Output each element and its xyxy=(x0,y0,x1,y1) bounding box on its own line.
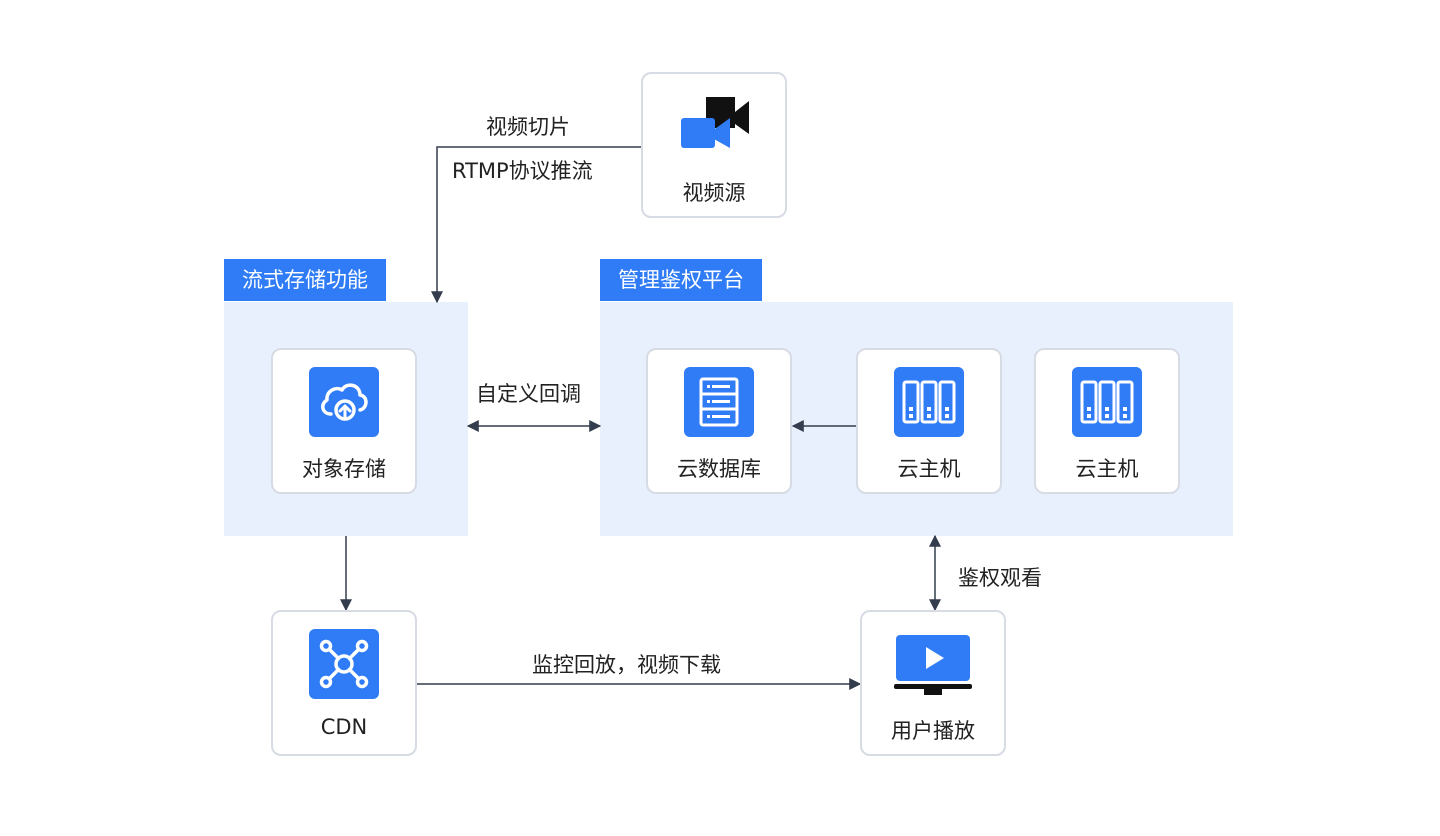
stream-storage-title: 流式存储功能 xyxy=(224,259,386,301)
cloud-upload-icon xyxy=(309,367,379,437)
video-source-label: 视频源 xyxy=(682,181,746,205)
video-camera-icon xyxy=(681,97,749,148)
push-arrow xyxy=(431,146,641,304)
download-label: 监控回放，视频下载 xyxy=(532,653,721,677)
cloud-host-2-label: 云主机 xyxy=(1075,457,1139,481)
push-label-line2: RTMP协议推流 xyxy=(452,159,593,183)
cloud-db-node: 云数据库 xyxy=(646,348,792,494)
callback-label: 自定义回调 xyxy=(476,382,581,406)
video-source-node: 视频源 xyxy=(641,72,787,218)
server-icon xyxy=(1072,367,1142,437)
network-hub-icon xyxy=(309,629,379,699)
database-server-icon xyxy=(684,367,754,437)
cdn-node: CDN xyxy=(271,610,417,756)
monitor-play-icon xyxy=(894,635,972,695)
cdn-label: CDN xyxy=(320,715,368,739)
user-playback-node: 用户播放 xyxy=(860,610,1006,756)
cloud-db-label: 云数据库 xyxy=(677,457,761,481)
object-storage-node: 对象存储 xyxy=(271,348,417,494)
server-icon xyxy=(894,367,964,437)
push-label-line1: 视频切片 xyxy=(486,115,570,139)
auth-platform-title: 管理鉴权平台 xyxy=(600,259,762,301)
user-playback-label: 用户播放 xyxy=(891,719,975,743)
cloud-host-1-node: 云主机 xyxy=(856,348,1002,494)
cloud-host-1-label: 云主机 xyxy=(897,457,961,481)
cloud-host-2-node: 云主机 xyxy=(1034,348,1180,494)
auth-watch-label: 鉴权观看 xyxy=(958,566,1042,590)
object-storage-label: 对象存储 xyxy=(302,457,386,481)
